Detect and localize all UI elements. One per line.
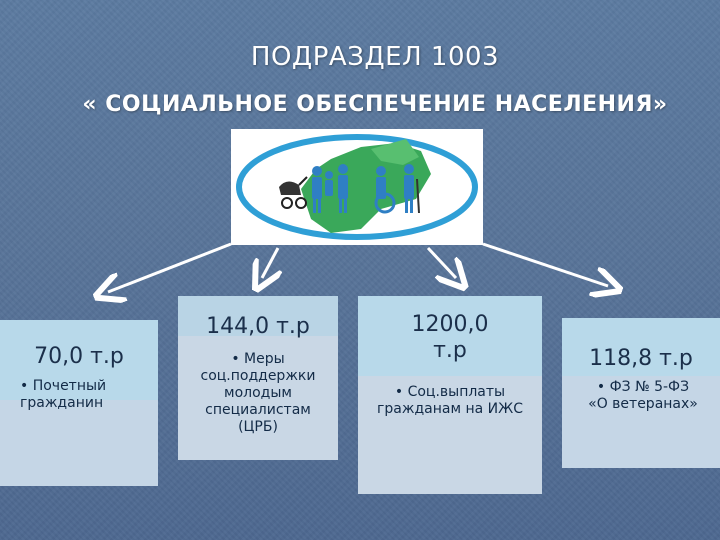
card-amount: 1200,0 т.р [358, 312, 542, 364]
card-body [562, 376, 720, 468]
card-amount-line1: 1200,0 [411, 312, 489, 337]
budget-card-housing-payments: 1200,0 т.р • Соц.выплаты гражданам на ИЖ… [358, 296, 542, 494]
arrow-to-card-3 [426, 246, 456, 278]
card-amount-line2: т.р [433, 338, 467, 363]
card-header [562, 318, 720, 376]
budget-card-honorary-citizen: 70,0 т.р • Почетный гражданин [0, 320, 158, 486]
budget-card-veterans: 118,8 т.р • ФЗ № 5-ФЗ «О ветеранах» [562, 318, 720, 468]
card-header [358, 296, 542, 376]
budget-card-young-specialists: 144,0 т.р • Меры соц.поддержки молодым с… [178, 296, 338, 460]
card-body [178, 336, 338, 460]
card-bullet: • Меры соц.поддержки молодым специалиста… [200, 351, 316, 435]
card-bullet: • Почетный гражданин [20, 378, 107, 411]
card-header [178, 296, 338, 336]
card-body [358, 376, 542, 494]
card-bullet: • ФЗ № 5-ФЗ «О ветеранах» [572, 379, 714, 413]
card-bullet-line2: «О ветеранах» [588, 396, 698, 412]
arrow-to-card-4 [482, 242, 608, 286]
card-amount: 70,0 т.р [34, 344, 124, 369]
card-amount: 118,8 т.р [589, 346, 693, 371]
slide-title: ПОДРАЗДЕЛ 1003 [250, 42, 500, 72]
card-amount: 144,0 т.р [206, 314, 310, 339]
logo-panel [231, 129, 483, 245]
social-protection-logo-icon [236, 134, 478, 240]
slide-subtitle: « СОЦИАЛЬНОЕ ОБЕСПЕЧЕНИЕ НАСЕЛЕНИЯ» [82, 92, 668, 117]
arrow-to-card-1 [108, 242, 232, 292]
card-bullet-line1: • ФЗ № 5-ФЗ [596, 379, 690, 395]
card-body [0, 400, 158, 486]
card-bullet: • Соц.выплаты гражданам на ИЖС [377, 384, 523, 417]
card-header [0, 320, 158, 400]
arrow-to-card-2 [262, 247, 278, 278]
